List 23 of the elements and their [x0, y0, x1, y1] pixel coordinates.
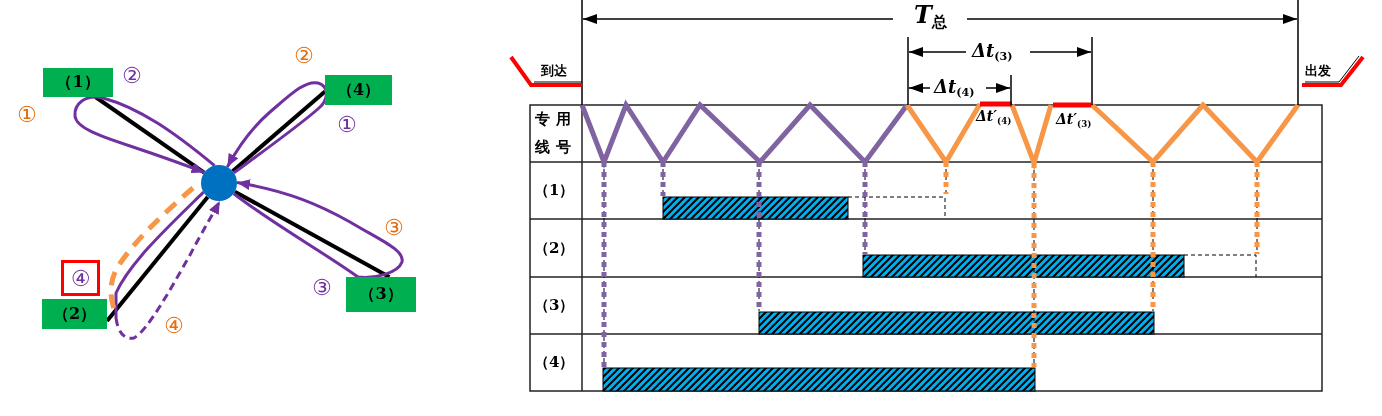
- track-label: （1）: [43, 68, 113, 97]
- track-label: （4）: [325, 75, 392, 105]
- route-arrow: [114, 191, 222, 340]
- arrival-label: 到达: [541, 63, 567, 79]
- highlighted-number: ④: [61, 260, 100, 296]
- track-line: [233, 189, 391, 279]
- step-number: ②: [122, 65, 142, 87]
- route-arrow: [73, 95, 216, 174]
- dimension-label: Δt$_{(4)}$: [934, 76, 975, 98]
- step-number: ①: [17, 104, 37, 126]
- route-arrow: [232, 179, 404, 279]
- step-number: ①: [337, 114, 357, 136]
- step-number: ②: [294, 45, 314, 67]
- step-number: ③: [312, 277, 332, 299]
- track-label: （2）: [42, 299, 107, 329]
- junction-dot: [201, 165, 237, 201]
- track-label: （3）: [346, 277, 416, 312]
- step-number: ④: [164, 315, 184, 337]
- track-line: [231, 90, 327, 173]
- dimension-label: Δt$_{(3)}$: [972, 40, 1013, 62]
- dimension-label: T$_{总}$: [914, 1, 947, 30]
- departure-label: 出发: [1305, 63, 1331, 79]
- step-number: ③: [384, 217, 404, 239]
